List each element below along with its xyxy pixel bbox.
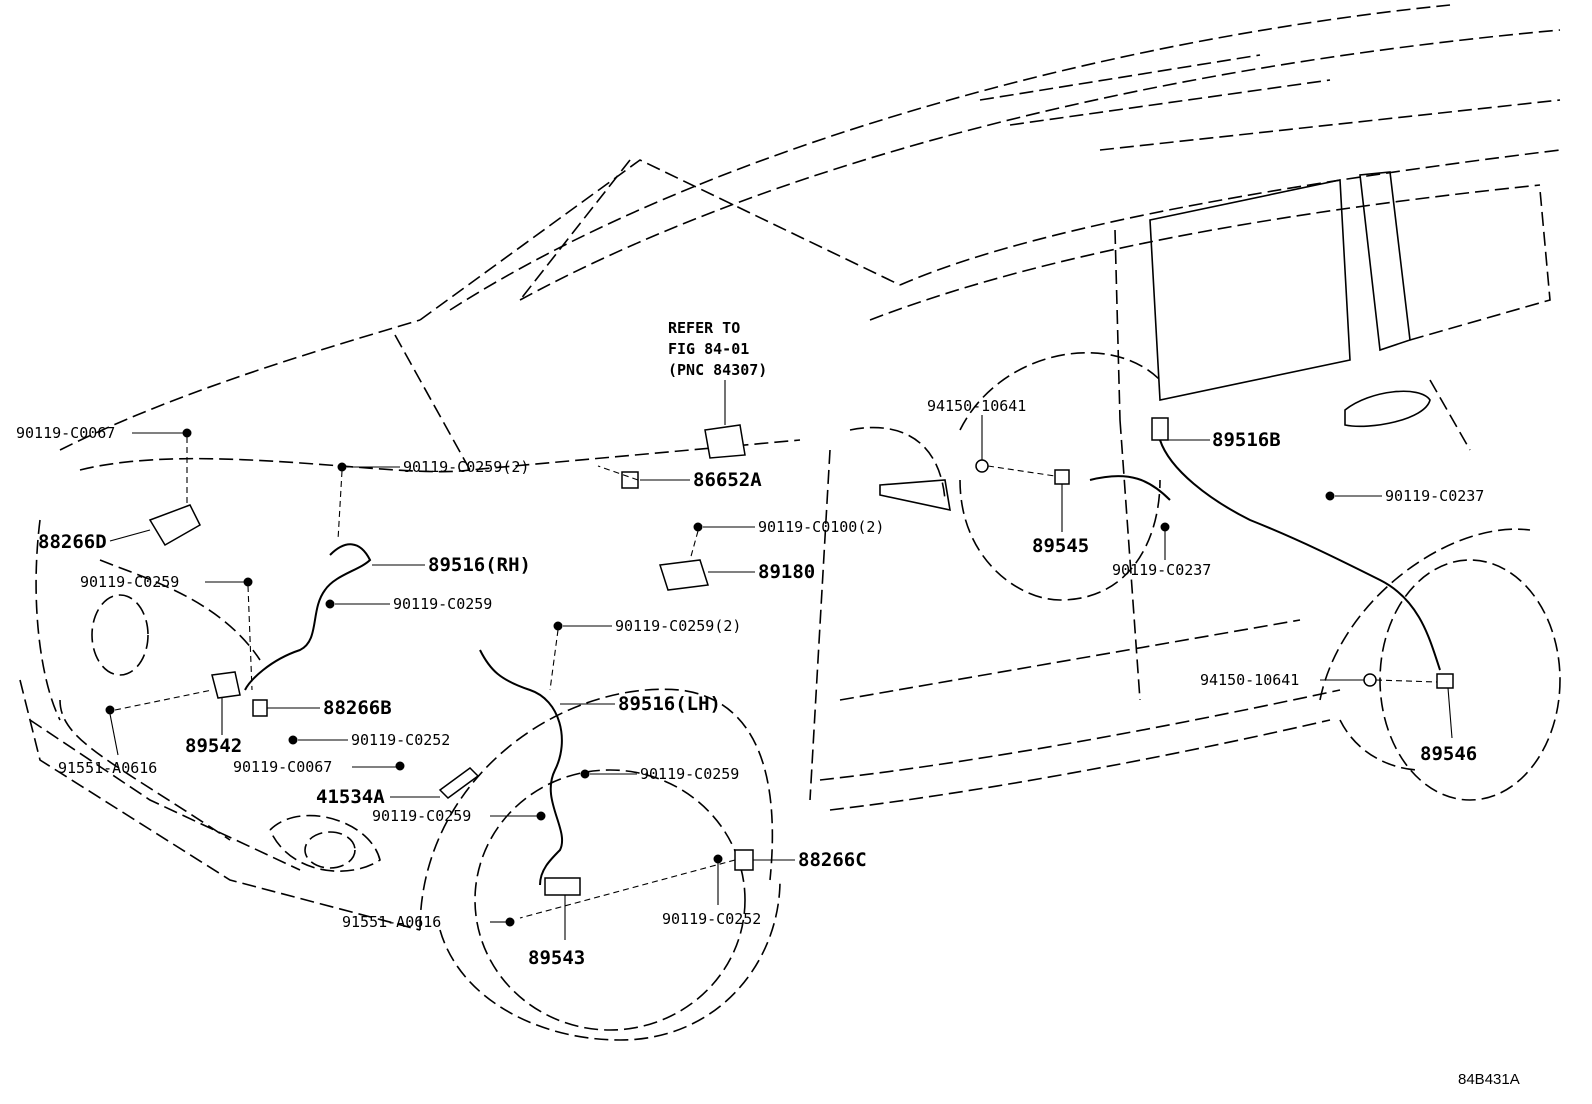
callout-label: 89543 bbox=[528, 947, 585, 969]
callout-label: 88266B bbox=[323, 697, 392, 719]
callout-label: 90119-C0259(2) bbox=[615, 617, 741, 635]
callout-label: 94150-10641 bbox=[927, 397, 1026, 415]
callout-label: 90119-C0067 bbox=[16, 424, 115, 442]
callout-label: 89546 bbox=[1420, 743, 1477, 765]
clip-94150-upper bbox=[975, 459, 989, 473]
bolt-90119-C0237-right bbox=[1325, 491, 1335, 501]
bolt-90119-C0100 bbox=[693, 522, 703, 532]
bolt-90119-C0067-lower bbox=[395, 761, 405, 771]
vehicle-outline bbox=[19, 4, 1561, 1041]
callout-label: 89516(LH) bbox=[618, 693, 721, 715]
bolt-91551-A0616-left bbox=[105, 705, 115, 715]
reference-note: REFER TO FIG 84-01 (PNC 84307) bbox=[668, 319, 767, 379]
yaw-sensor-89180 bbox=[659, 559, 709, 591]
sensor-89542 bbox=[211, 671, 241, 699]
callout-label: 90119-C0252 bbox=[662, 910, 761, 928]
bolt-90119-C0067-top bbox=[182, 428, 192, 438]
bracket-41534A bbox=[438, 767, 480, 799]
bolt-90119-C0259-low bbox=[536, 811, 546, 821]
callout-label: 89542 bbox=[185, 735, 242, 757]
callout-label: 89516(RH) bbox=[428, 554, 531, 576]
callout-label: 90119-C0067 bbox=[233, 758, 332, 776]
callout-label: 90119-C0259 bbox=[372, 807, 471, 825]
steering-sensor bbox=[704, 424, 746, 459]
reference-note-line-3: (PNC 84307) bbox=[668, 361, 767, 379]
bolt-90119-C0252-right bbox=[713, 854, 723, 864]
figure-id: 84B431A bbox=[1458, 1071, 1520, 1088]
reference-note-line-1: REFER TO bbox=[668, 319, 740, 337]
callout-label: 88266C bbox=[798, 849, 867, 871]
bolt-90119-C0237-mid bbox=[1160, 522, 1170, 532]
callout-labels: 90119-C0067 90119-C0259(2) 86652A 88266D… bbox=[16, 397, 1484, 969]
bolt-90119-C0259-lh bbox=[553, 621, 563, 631]
callout-label: 91551-A0616 bbox=[58, 759, 157, 777]
clip-89516B bbox=[1151, 417, 1169, 441]
bracket-88266B bbox=[252, 699, 268, 717]
callout-label: 90119-C0259 bbox=[393, 595, 492, 613]
sensor-89543 bbox=[544, 877, 581, 896]
callout-label: 89516B bbox=[1212, 429, 1281, 451]
bolt-90119-C0259-rh bbox=[337, 462, 347, 472]
leader-lines bbox=[109, 380, 1453, 940]
clip-94150-lower bbox=[1363, 673, 1377, 687]
callout-label: 88266D bbox=[38, 531, 107, 553]
callout-label: 89180 bbox=[758, 561, 815, 583]
callout-label: 90119-C0259 bbox=[640, 765, 739, 783]
callout-label: 91551-A0616 bbox=[342, 913, 441, 931]
bracket-88266C bbox=[734, 849, 754, 871]
callout-label: 41534A bbox=[316, 786, 385, 808]
callout-label: 89545 bbox=[1032, 535, 1089, 557]
callout-label: 90119-C0252 bbox=[351, 731, 450, 749]
bracket-88266D bbox=[148, 504, 201, 547]
wire-harness bbox=[244, 439, 1441, 886]
bolt-90119-C0252-left bbox=[288, 735, 298, 745]
sensor-89545 bbox=[1054, 469, 1070, 485]
bolt-91551-A0616-right bbox=[505, 917, 515, 927]
bolt-90119-C0259-wheel bbox=[580, 769, 590, 779]
bolt-90119-C0259-left bbox=[243, 577, 253, 587]
callout-label: 90119-C0237 bbox=[1385, 487, 1484, 505]
callout-label: 90119-C0237 bbox=[1112, 561, 1211, 579]
callout-label: 94150-10641 bbox=[1200, 671, 1299, 689]
reference-note-line-2: FIG 84-01 bbox=[668, 340, 749, 358]
connector-86652A bbox=[621, 471, 639, 489]
callout-label: 90119-C0259(2) bbox=[403, 458, 529, 476]
bolt-90119-C0259-mid bbox=[325, 599, 335, 609]
callout-label: 86652A bbox=[693, 469, 762, 491]
parts bbox=[105, 417, 1454, 927]
sensor-89546 bbox=[1436, 673, 1454, 689]
callout-label: 90119-C0259 bbox=[80, 573, 179, 591]
callout-label: 90119-C0100(2) bbox=[758, 518, 884, 536]
